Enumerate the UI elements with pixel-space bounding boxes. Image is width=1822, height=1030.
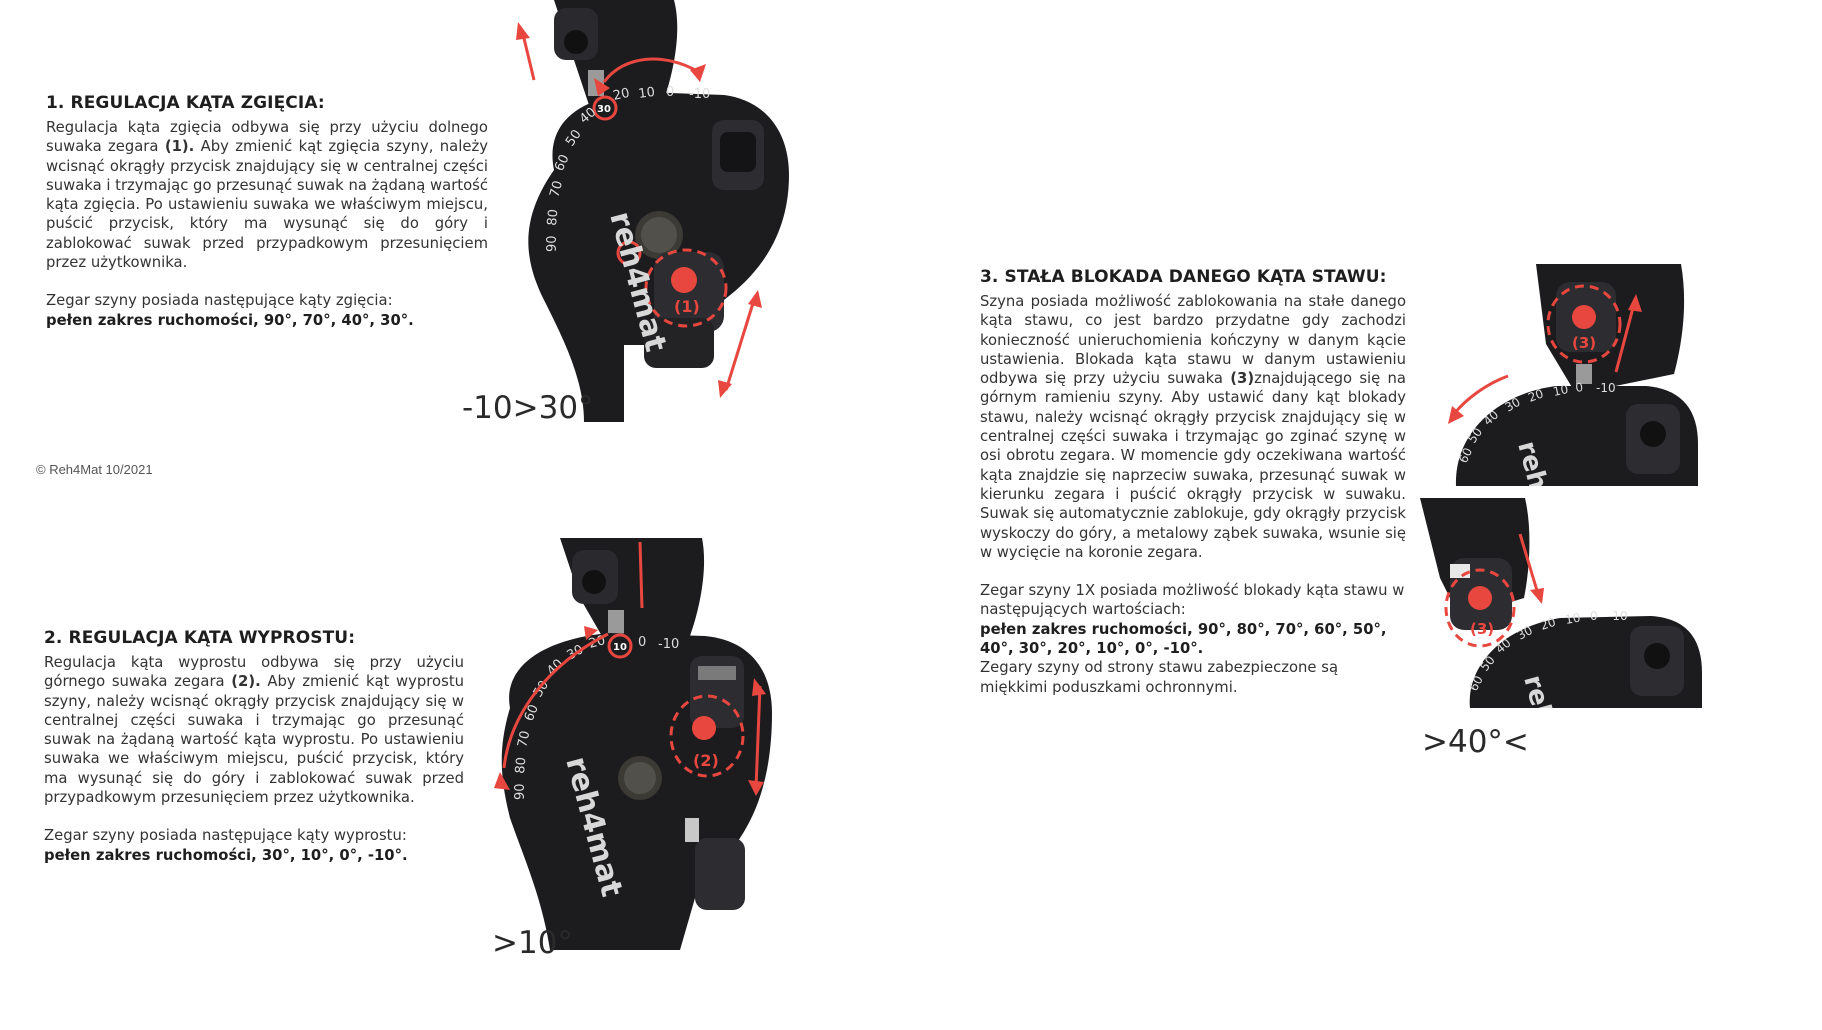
dial-scale: 20 30 40 50 60 70 80 90 0 -10 <box>513 633 679 800</box>
dial-scale: 20 10 0 -10 40 50 60 70 80 90 <box>545 85 710 252</box>
svg-text:80: 80 <box>545 209 561 227</box>
svg-text:30: 30 <box>1515 623 1535 643</box>
summary-values: pełen zakres ruchomości, 90°, 70°, 40°, … <box>46 311 414 329</box>
svg-text:60: 60 <box>552 152 573 173</box>
device-photo-flexion: (1) 30 20 10 0 -10 40 50 60 70 80 90 reh… <box>514 0 794 422</box>
svg-text:20: 20 <box>1526 386 1545 404</box>
protection-note: Zegary szyny od strony stawu zabezpieczo… <box>980 659 1339 696</box>
summary-values: pełen zakres ruchomości, 30°, 10°, 0°, -… <box>44 846 408 864</box>
device-photo-lock-top: (3) 0 -10 10 20 30 40 50 60 reh4mat <box>1426 264 1708 566</box>
angle-range-label: -10>30° <box>462 390 594 426</box>
section-heading: 2. REGULACJA KĄTA WYPROSTU: <box>44 628 356 648</box>
angle-range-label: >10° <box>492 925 573 961</box>
section-heading: 1. REGULACJA KĄTA ZGIĘCIA: <box>46 93 325 113</box>
section-joint-lock: 3. STAŁA BLOKADA DANEGO KĄTA STAWU: Szyn… <box>980 267 1406 697</box>
svg-text:20: 20 <box>1539 615 1558 633</box>
svg-text:10: 10 <box>637 85 655 102</box>
svg-text:10: 10 <box>1552 382 1570 399</box>
svg-text:0: 0 <box>638 635 646 650</box>
summary-label: Zegar szyny posiada następujące kąty zgi… <box>46 292 393 310</box>
summary-label: Zegar szyny posiada następujące kąty wyp… <box>44 827 407 845</box>
svg-text:90: 90 <box>545 235 560 252</box>
svg-text:20: 20 <box>612 86 631 104</box>
svg-text:50: 50 <box>531 678 552 700</box>
section-body: Regulacja kąta zgięcia odbywa się przy u… <box>46 119 488 272</box>
dial-position-badge: 30 <box>597 104 611 115</box>
svg-text:30: 30 <box>1503 395 1523 415</box>
svg-text:0: 0 <box>1590 609 1598 623</box>
device-photo-lock-bottom: (3) 0 -10 10 20 30 40 50 60 reh4mat <box>1420 498 1710 800</box>
svg-text:0: 0 <box>666 85 674 100</box>
svg-text:60: 60 <box>1466 673 1486 693</box>
svg-text:80: 80 <box>513 757 529 775</box>
angle-range-label: >40°< <box>1422 724 1529 760</box>
slider-marker-label: (1) <box>674 297 700 316</box>
svg-text:60: 60 <box>1456 446 1475 466</box>
summary-label: Zegar szyny 1X posiada możliwość blokady… <box>980 582 1405 619</box>
svg-text:0: 0 <box>1574 380 1584 395</box>
section-extension-adjustment: 2. REGULACJA KĄTA WYPROSTU: Regulacja ką… <box>44 628 464 865</box>
copyright: © Reh4Mat 10/2021 <box>36 462 153 477</box>
section-body: Regulacja kąta wyprostu odbywa się przy … <box>44 654 464 807</box>
slider-marker-label: (3) <box>1572 334 1596 352</box>
slider-marker-label: (2) <box>693 751 719 770</box>
device-photo-extension: (2) 10 20 30 40 50 60 70 80 90 0 -10 reh… <box>490 538 780 950</box>
svg-text:70: 70 <box>547 179 566 199</box>
section-flexion-adjustment: 1. REGULACJA KĄTA ZGIĘCIA: Regulacja kąt… <box>46 93 488 330</box>
section-heading: 3. STAŁA BLOKADA DANEGO KĄTA STAWU: <box>980 267 1387 287</box>
summary-values: pełen zakres ruchomości, 90°, 80°, 70°, … <box>980 620 1387 658</box>
svg-text:-10: -10 <box>658 637 679 652</box>
svg-text:10: 10 <box>1564 611 1581 627</box>
svg-text:90: 90 <box>513 783 528 800</box>
svg-text:-10: -10 <box>1608 609 1628 623</box>
svg-text:-10: -10 <box>1596 381 1616 395</box>
slider-marker-label: (3) <box>1470 620 1494 638</box>
svg-text:-10: -10 <box>689 87 710 102</box>
svg-text:70: 70 <box>515 730 533 749</box>
section-body: Szyna posiada możliwość zablokowania na … <box>980 293 1407 561</box>
dial-position-badge: 10 <box>613 642 627 653</box>
svg-text:60: 60 <box>522 703 542 724</box>
